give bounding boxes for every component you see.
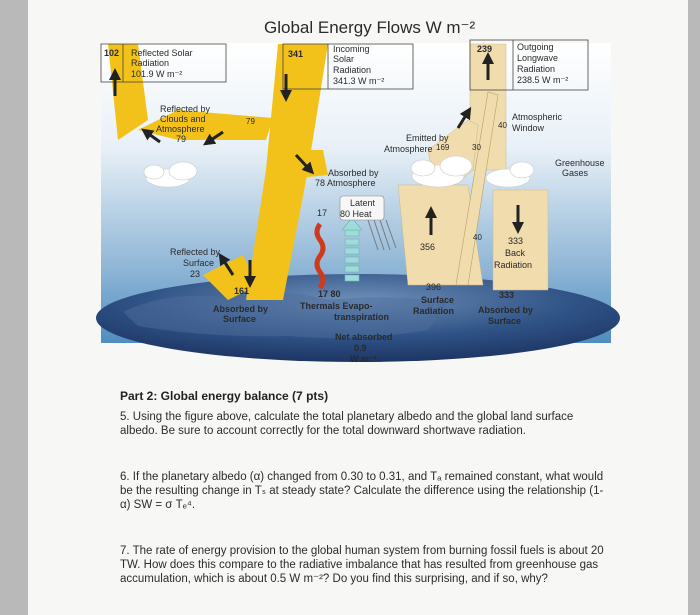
- reflected-solar-box: [100, 43, 227, 83]
- emitted-value: 169: [436, 143, 450, 152]
- surface-radiation-label: Surface Radiation: [413, 295, 457, 316]
- evapotranspiration-icon: [341, 217, 363, 282]
- question-7-line-1: 7. The rate of energy provision to the g…: [120, 545, 604, 557]
- reflected-clouds-value: 79: [246, 117, 255, 126]
- emitted-atmosphere-label: Emitted by Atmosphere: [384, 133, 451, 154]
- question-6-line-2: be the resulting change in Tₛ at steady …: [120, 485, 604, 497]
- thermal-17: 17: [317, 208, 327, 218]
- latent-heat-label: Latent 80 Heat: [340, 198, 378, 219]
- reflected-solar-value: 102: [104, 48, 119, 58]
- cloud-right-icon: [410, 155, 535, 188]
- thermals-icon: [314, 222, 326, 290]
- incoming-solar-beam: [246, 44, 328, 300]
- atmospheric-window-label: Atmospheric Window: [512, 112, 565, 133]
- outgoing-lw-value: 239: [477, 44, 492, 54]
- question-5: 5. Using the figure above, calculate the…: [120, 410, 660, 438]
- reflected-surface-label: Reflected by Surface 23: [170, 247, 223, 279]
- thermals-label: Thermals Evapo-: [300, 301, 373, 311]
- back-radiation-label: 333 Back Radiation: [494, 236, 532, 270]
- absorbed-surface-right-label: Absorbed by Surface: [478, 305, 536, 326]
- transpiration-label: transpiration: [334, 312, 389, 322]
- latent-heat-box: [339, 195, 385, 221]
- question-7-line-3: accumulation, which is about 0.5 W m⁻²? …: [120, 573, 548, 585]
- back-radiation-column: [492, 189, 549, 291]
- earth-land: [123, 292, 448, 338]
- question-6-line-1: 6. If the planetary albedo (α) changed f…: [120, 471, 604, 483]
- flow-arrows: [109, 52, 524, 288]
- part-title: Part 2: Global energy balance (7 pts): [120, 389, 329, 403]
- incoming-solar-box: [282, 43, 414, 90]
- reflected-clouds-beam: [138, 110, 273, 140]
- absorbed-atmosphere-label: Absorbed by 78 Atmosphere: [315, 168, 381, 188]
- reflected-solar-label: Reflected Solar Radiation 101.9 W m⁻²: [131, 48, 195, 79]
- reflected-clouds-label: Reflected by Clouds and Atmosphere 79: [156, 104, 213, 144]
- question-6-line-3: α) SW = σ Tₑ⁴.: [120, 499, 196, 511]
- window-value-40b: 40: [473, 233, 482, 242]
- absorbed-surface-label: Absorbed by Surface: [213, 304, 271, 324]
- surface-up-value: 356: [420, 242, 435, 252]
- reflected-surface-beam: [203, 255, 258, 300]
- window-value-40: 40: [498, 121, 507, 130]
- question-7-line-2: TW. How does this compare to the radiati…: [120, 559, 599, 571]
- net-absorbed-label: Net absorbed 0.9 W m⁻²: [335, 332, 395, 364]
- surface-radiation-value: 396: [426, 282, 441, 292]
- absorbed-surface-right-value: 333: [499, 290, 514, 300]
- incoming-solar-value: 341: [288, 49, 303, 59]
- question-5-line-2: albedo. Be sure to account correctly for…: [120, 425, 526, 437]
- absorbed-surface-value: 161: [234, 286, 249, 296]
- outgoing-lw-label: Outgoing Longwave Radiation 238.5 W m⁻²: [517, 42, 568, 85]
- question-6: 6. If the planetary albedo (α) changed f…: [120, 470, 660, 512]
- question-7: 7. The rate of energy provision to the g…: [120, 544, 660, 586]
- energy-flow-diagram: Global Energy Flows W m⁻² 102 Reflected …: [96, 18, 620, 364]
- worksheet-page: Global Energy Flows W m⁻² 102 Reflected …: [28, 0, 688, 615]
- greenhouse-gases-label: Greenhouse Gases: [555, 158, 607, 178]
- window-value-30: 30: [472, 143, 481, 152]
- thermals-values: 17 80: [318, 289, 341, 299]
- atmospheric-window-beam: [455, 91, 499, 286]
- rain-icon: [367, 219, 397, 251]
- cloud-left-icon: [143, 161, 198, 188]
- incoming-solar-label: Incoming Solar Radiation 341.3 W m⁻²: [333, 44, 384, 86]
- figure-title: Global Energy Flows W m⁻²: [264, 18, 475, 37]
- question-5-line-1: 5. Using the figure above, calculate the…: [120, 411, 574, 423]
- outgoing-lw-box: [469, 39, 589, 91]
